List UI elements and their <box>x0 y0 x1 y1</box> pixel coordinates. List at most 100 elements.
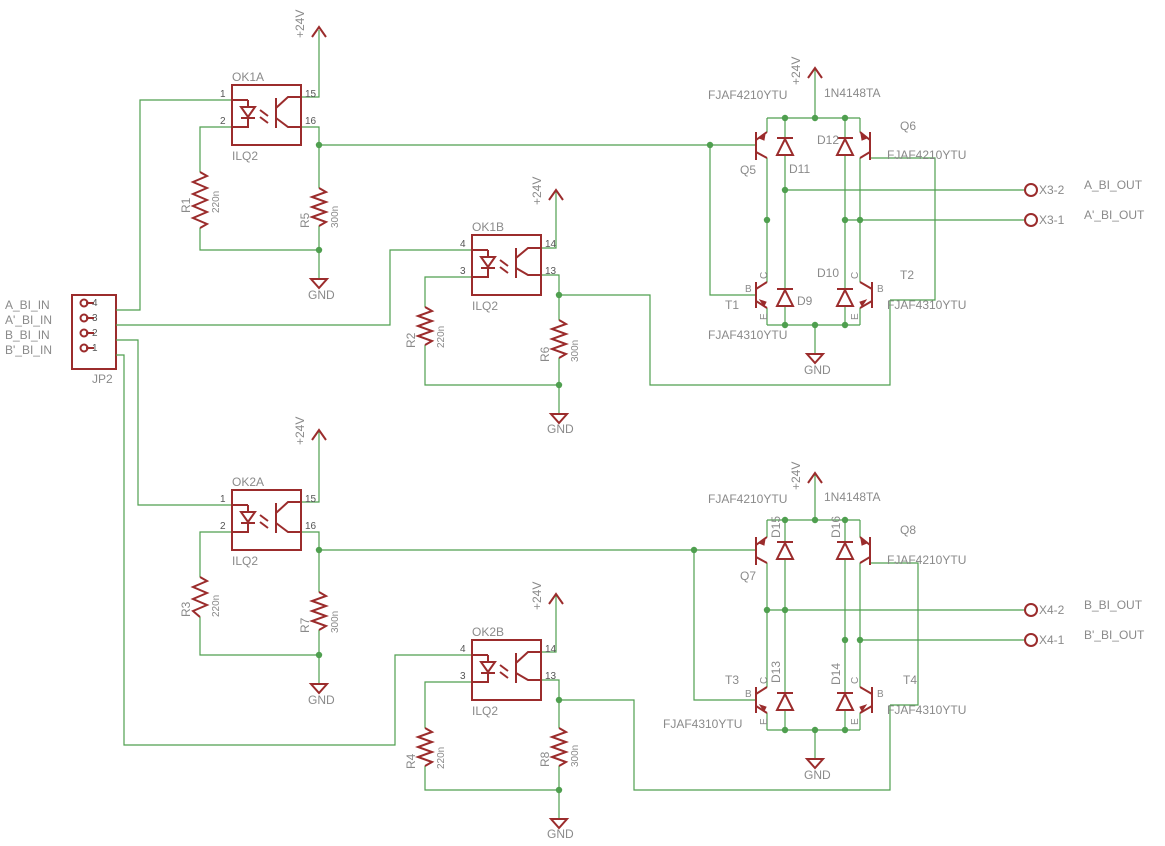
supply-symbols: +24V +24V +24V +24V +24V +24V GND GND GN… <box>293 10 831 841</box>
vcc-label-5: +24V <box>530 582 544 610</box>
bridge1-diode-part-label: 1N4148TA <box>824 86 880 100</box>
r4-value: 220n <box>436 747 447 769</box>
d16-label: D16 <box>829 516 843 538</box>
t3-pin-c: C <box>759 677 770 684</box>
ok2b-pin-13: 13 <box>545 671 557 682</box>
d11-label: D11 <box>789 162 810 176</box>
t3-pin-e: E <box>759 718 770 725</box>
ok2b-pin-3: 3 <box>460 671 466 682</box>
r5-label: R5 <box>298 212 312 228</box>
t1-pin-b: B <box>745 284 752 295</box>
vcc-label-4: +24V <box>293 417 307 445</box>
ok2a-pin-15: 15 <box>305 494 317 505</box>
signal-a-bi-in: A_BI_IN <box>5 298 50 312</box>
t1-label: T1 <box>725 298 739 312</box>
r5-value: 300n <box>330 206 341 228</box>
output-x4-1: X4-1 B'_BI_OUT <box>1024 628 1145 647</box>
optocoupler-ok1b: 4 3 14 13 OK1B ILQ2 <box>460 220 557 313</box>
r3-value: 220n <box>211 595 222 617</box>
output-x4-2: X4-2 B_BI_OUT <box>1024 598 1143 617</box>
x3-1-ref: X3-1 <box>1039 213 1065 227</box>
r6-value: 300n <box>570 340 581 362</box>
gnd-label-3: GND <box>804 363 831 377</box>
gnd-label-2: GND <box>547 422 574 436</box>
resistor-r5: R5 300n <box>298 187 341 228</box>
x3-2-signal: A_BI_OUT <box>1084 178 1143 192</box>
junctions <box>315 114 864 794</box>
gnd-label-5: GND <box>547 827 574 841</box>
ok2a-label: OK2A <box>232 475 264 489</box>
diode-d9: D9 <box>775 287 813 308</box>
ok1a-pin-16: 16 <box>305 116 317 127</box>
diode-d14: D14 <box>829 663 855 711</box>
x3-2-ref: X3-2 <box>1039 183 1065 197</box>
d14-label: D14 <box>829 663 843 685</box>
d15-label: D15 <box>769 516 783 538</box>
gnd-label-4: GND <box>308 693 335 707</box>
t4-pin-c: C <box>850 677 861 684</box>
ok1b-label: OK1B <box>472 220 504 234</box>
bridge2-q7-part-label: FJAF4210YTU <box>708 492 787 506</box>
resistor-r4: R4 220n <box>404 727 447 769</box>
jp2-pin-4: 4 <box>92 298 98 309</box>
ok1b-pin-13: 13 <box>545 266 557 277</box>
transistor-t3: B C E T3 FJAF4310YTU <box>663 673 770 731</box>
q8-value: FJAF4210YTU <box>887 553 966 567</box>
t2-pin-b: B <box>877 284 884 295</box>
ok2a-pin-1: 1 <box>220 494 226 505</box>
t4-pin-e: E <box>850 718 861 725</box>
ok2a-pin-16: 16 <box>305 521 317 532</box>
optocoupler-ok1a: 1 2 15 16 OK1A ILQ2 <box>220 70 317 163</box>
r1-value: 220n <box>211 191 222 213</box>
diode-d10: D10 <box>817 266 855 307</box>
jp2-pin-3: 3 <box>92 313 98 324</box>
t2-label: T2 <box>900 268 914 282</box>
ok1b-value: ILQ2 <box>472 299 498 313</box>
t4-label: T4 <box>903 673 917 687</box>
ok1b-pin-14: 14 <box>545 239 557 250</box>
t3-pin-b: B <box>745 689 752 700</box>
q6-label: Q6 <box>900 119 916 133</box>
d12-label: D12 <box>817 133 839 147</box>
gnd-label-6: GND <box>804 768 831 782</box>
x4-2-ref: X4-2 <box>1039 603 1065 617</box>
r6-label: R6 <box>538 346 552 362</box>
d9-label: D9 <box>797 294 813 308</box>
vcc-label-6: +24V <box>789 462 803 490</box>
r1-label: R1 <box>179 197 193 213</box>
d10-label: D10 <box>817 266 839 280</box>
bridge2-diode-part-label: 1N4148TA <box>824 490 880 504</box>
ok1a-pin-15: 15 <box>305 89 317 100</box>
transistor-q8: Q8 FJAF4210YTU <box>859 523 966 567</box>
t4-pin-b: B <box>877 689 884 700</box>
r2-value: 220n <box>436 326 447 348</box>
r7-value: 300n <box>330 611 341 633</box>
bridge1-q5-part-label: FJAF4210YTU <box>708 88 787 102</box>
t3-value: FJAF4310YTU <box>663 717 742 731</box>
x3-1-signal: A'_BI_OUT <box>1084 208 1145 222</box>
r8-label: R8 <box>538 751 552 767</box>
r8-value: 300n <box>570 745 581 767</box>
diode-d11: D11 <box>775 136 810 176</box>
output-x3-2: X3-2 A_BI_OUT <box>1024 178 1143 197</box>
resistor-r8: R8 300n <box>538 727 581 767</box>
vcc-label-2: +24V <box>530 177 544 205</box>
ok2b-value: ILQ2 <box>472 704 498 718</box>
resistor-r3: R3 220n <box>179 576 222 618</box>
transistor-q5: Q5 <box>740 131 768 177</box>
r7-label: R7 <box>298 617 312 633</box>
x4-1-ref: X4-1 <box>1039 633 1065 647</box>
vcc-label-1: +24V <box>293 10 307 38</box>
ok2b-pin-4: 4 <box>460 644 466 655</box>
t1-pin-e: E <box>759 313 770 320</box>
t4-value: FJAF4310YTU <box>887 703 966 717</box>
x4-1-signal: B'_BI_OUT <box>1084 628 1145 642</box>
signal-b-bi-in: B_BI_IN <box>5 328 50 342</box>
t3-label: T3 <box>725 673 739 687</box>
jp2-pin-2: 2 <box>92 328 98 339</box>
ok2a-value: ILQ2 <box>232 554 258 568</box>
transistor-t4: B C E T4 FJAF4310YTU <box>850 673 966 725</box>
t1-value: FJAF4310YTU <box>708 328 787 342</box>
r4-label: R4 <box>404 753 418 769</box>
